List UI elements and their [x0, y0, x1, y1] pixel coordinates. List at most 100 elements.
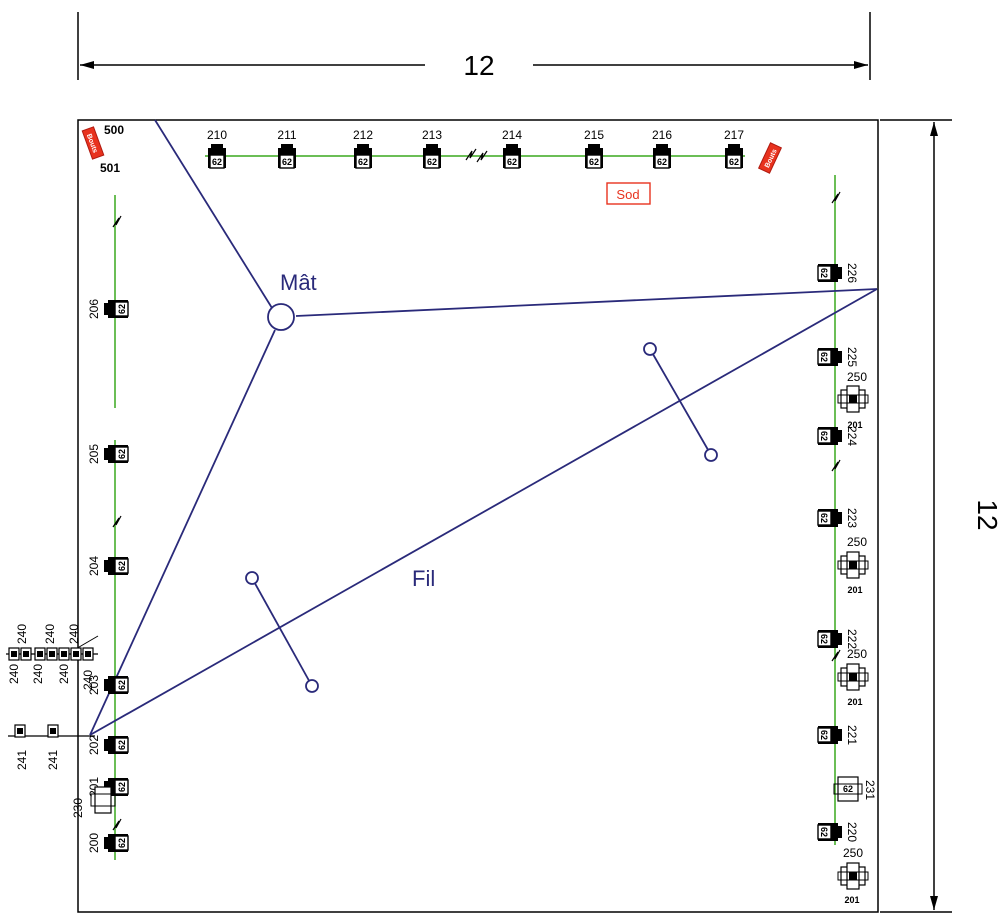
left-fixture[interactable]: 62	[103, 299, 129, 319]
svg-text:62: 62	[657, 157, 667, 167]
svg-text:62: 62	[117, 304, 127, 314]
sod-tag: Sod	[606, 182, 651, 205]
aux-500: 500	[104, 123, 124, 137]
right-fixture[interactable]: 62	[817, 347, 843, 367]
svg-text:225: 225	[845, 347, 859, 367]
svg-text:250: 250	[847, 370, 867, 384]
left-fixture[interactable]: 62	[103, 833, 129, 853]
stage-frame	[77, 119, 879, 913]
svg-text:203: 203	[87, 675, 101, 695]
svg-text:62: 62	[117, 782, 127, 792]
right-fixtures: 62 62 62 62 62 62 62 62	[817, 263, 863, 842]
right-fixture[interactable]: 62	[817, 629, 843, 649]
svg-text:202: 202	[87, 735, 101, 755]
left-fixture[interactable]: 62	[103, 556, 129, 576]
svg-text:213: 213	[422, 128, 442, 142]
svg-text:215: 215	[584, 128, 604, 142]
top-fixture[interactable]: 62	[277, 143, 297, 169]
left-fixture[interactable]: 62	[103, 735, 129, 755]
svg-text:211: 211	[277, 128, 296, 142]
svg-text:62: 62	[819, 268, 829, 278]
svg-text:210: 210	[207, 128, 227, 142]
right-fixture[interactable]: 62	[817, 508, 843, 528]
svg-text:62: 62	[507, 157, 517, 167]
far-left-bar-240: 240 240 240 240 240 240 240	[6, 624, 99, 690]
spot-240[interactable]	[34, 647, 46, 661]
svg-text:62: 62	[729, 157, 739, 167]
svg-text:201: 201	[847, 420, 862, 430]
top-fixture[interactable]: 62	[353, 143, 373, 169]
svg-text:217: 217	[724, 128, 744, 142]
box-unit[interactable]	[837, 385, 869, 413]
box-unit[interactable]	[837, 862, 869, 890]
svg-text:62: 62	[117, 449, 127, 459]
svg-text:214: 214	[502, 128, 522, 142]
svg-text:240: 240	[43, 624, 57, 644]
top-dimension: 12	[77, 12, 871, 81]
box-230[interactable]	[90, 786, 116, 814]
svg-text:221: 221	[845, 725, 859, 745]
right-fixture[interactable]: 62	[817, 725, 843, 745]
svg-text:201: 201	[844, 895, 859, 905]
svg-text:222: 222	[845, 629, 859, 649]
spot-240[interactable]	[8, 647, 20, 661]
top-fixture[interactable]: 62	[422, 143, 442, 169]
left-fixture[interactable]: 62	[103, 675, 129, 695]
svg-text:201: 201	[847, 585, 862, 595]
spot-240[interactable]	[58, 647, 70, 661]
svg-text:201: 201	[847, 697, 862, 707]
right-dimension: 12	[880, 119, 1000, 913]
spot-241[interactable]	[47, 724, 59, 738]
top-fixture[interactable]: 62	[652, 143, 672, 169]
far-left-bar-241: 241 241	[8, 724, 95, 770]
svg-text:62: 62	[819, 352, 829, 362]
top-fixture[interactable]: 62	[207, 143, 227, 169]
svg-text:62: 62	[819, 634, 829, 644]
top-fixture[interactable]: 62	[502, 143, 522, 169]
left-fixture[interactable]: 62	[103, 777, 129, 797]
spot-240[interactable]	[20, 647, 32, 661]
svg-text:240: 240	[57, 664, 71, 684]
right-fixture[interactable]: 62	[833, 776, 863, 802]
box-230-label: 230	[71, 798, 85, 818]
spot-240[interactable]	[82, 647, 94, 661]
svg-text:62: 62	[819, 513, 829, 523]
svg-text:220: 220	[845, 822, 859, 842]
svg-text:223: 223	[845, 508, 859, 528]
svg-text:226: 226	[845, 263, 859, 283]
svg-text:62: 62	[117, 561, 127, 571]
svg-text:62: 62	[819, 730, 829, 740]
spot-240[interactable]	[70, 647, 82, 661]
svg-text:206: 206	[87, 299, 101, 319]
left-fixture[interactable]: 62	[103, 444, 129, 464]
svg-text:240: 240	[67, 624, 81, 644]
box-unit[interactable]	[837, 551, 869, 579]
left-fixtures: 62 62 62 62 62 62 62	[103, 299, 129, 853]
spot-240[interactable]	[46, 647, 58, 661]
right-fixture[interactable]: 62	[817, 263, 843, 283]
right-fixture[interactable]: 62	[817, 822, 843, 842]
bouts-tag-left: Bouts	[81, 126, 105, 160]
top-fixture[interactable]: 62	[584, 143, 604, 169]
svg-text:250: 250	[847, 535, 867, 549]
right-fixture[interactable]: 62	[817, 426, 843, 446]
height-label: 12	[972, 499, 1000, 530]
box-unit[interactable]	[837, 663, 869, 691]
svg-text:62: 62	[282, 157, 292, 167]
top-fixture[interactable]: 62	[724, 143, 744, 169]
svg-text:62: 62	[117, 680, 127, 690]
svg-text:62: 62	[589, 157, 599, 167]
wire-label: Fil	[412, 566, 435, 591]
svg-text:241: 241	[46, 750, 60, 770]
svg-text:62: 62	[358, 157, 368, 167]
left-channel-labels: 206 205 204 203 202 201 200	[87, 299, 101, 853]
spot-241[interactable]	[14, 724, 26, 738]
svg-text:240: 240	[31, 664, 45, 684]
svg-text:224: 224	[845, 426, 859, 446]
svg-text:241: 241	[15, 750, 29, 770]
svg-text:62: 62	[117, 740, 127, 750]
svg-text:62: 62	[212, 157, 222, 167]
aux-501: 501	[100, 161, 120, 175]
svg-text:Sod: Sod	[616, 187, 639, 202]
